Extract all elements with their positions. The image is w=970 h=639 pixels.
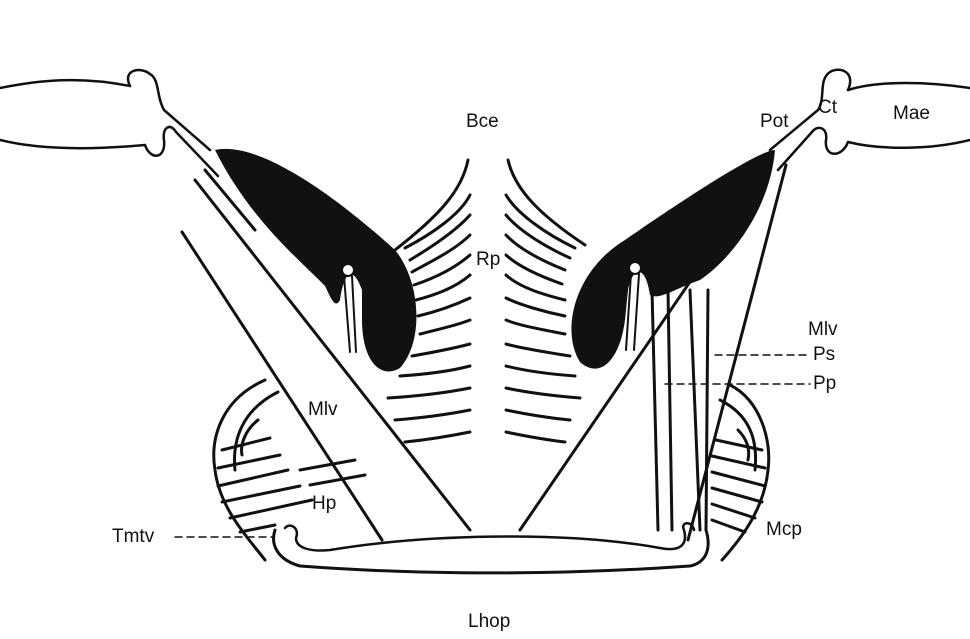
label-pp: Pp — [813, 374, 836, 393]
label-rp: Rp — [476, 250, 500, 269]
label-tmtv: Tmtv — [112, 527, 154, 546]
left-hp-fibers — [300, 460, 365, 485]
label-bce: Bce — [466, 112, 499, 131]
left-muscle-hole — [342, 264, 354, 276]
label-mlv-right: Mlv — [808, 320, 838, 339]
right-muscle-mass — [571, 150, 775, 369]
label-ps: Ps — [813, 345, 835, 364]
right-tube-outline — [770, 70, 970, 170]
left-tube-outline — [0, 70, 218, 176]
label-lhop: Lhop — [468, 612, 510, 631]
label-pot: Pot — [760, 112, 789, 131]
label-ct: Ct — [818, 98, 837, 117]
left-muscle-mass — [215, 149, 416, 372]
palate-platform-inner — [285, 523, 694, 550]
right-palatal-fibers — [506, 160, 585, 442]
label-mcp: Mcp — [766, 520, 802, 539]
label-hp: Hp — [312, 494, 336, 513]
label-mae: Mae — [893, 104, 930, 123]
label-mlv-left: Mlv — [308, 400, 338, 419]
left-muscle-stalk — [344, 276, 356, 352]
right-muscle-hole — [629, 262, 641, 274]
